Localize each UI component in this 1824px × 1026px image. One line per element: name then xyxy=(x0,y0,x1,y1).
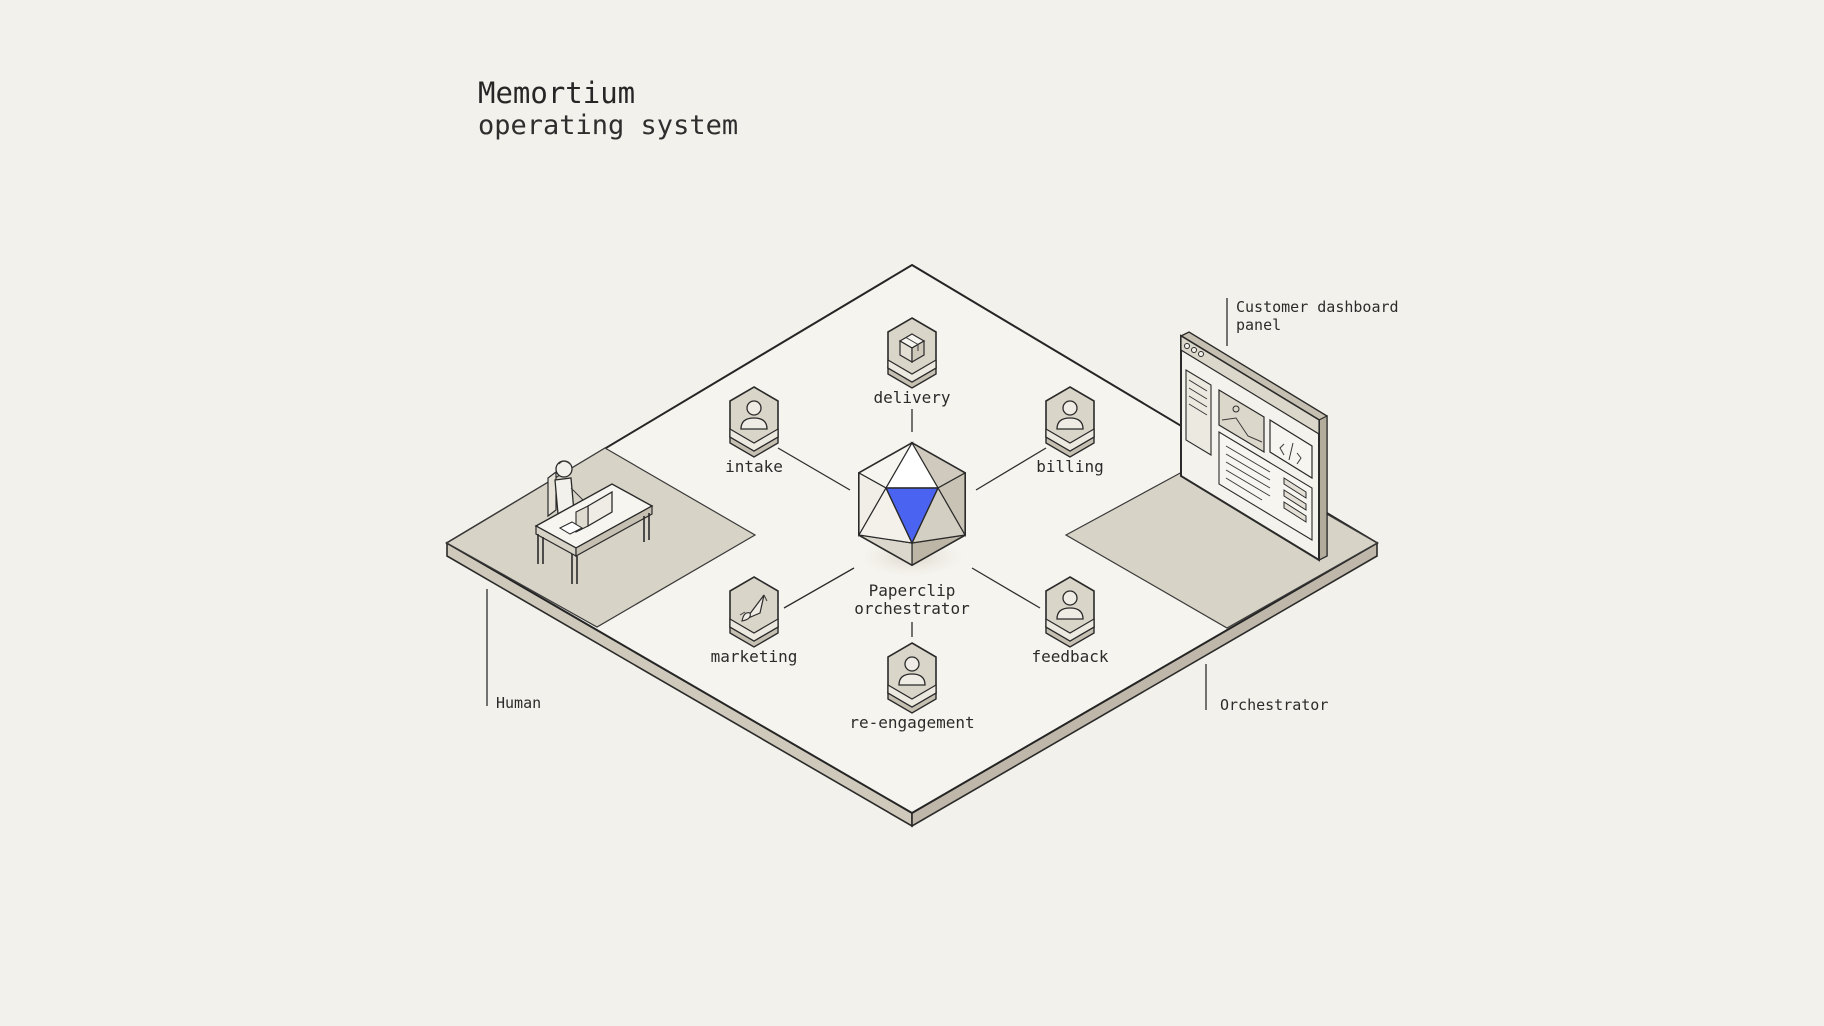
reengagement-label: re-engagement xyxy=(849,713,975,732)
page-subtitle: operating system xyxy=(478,110,739,141)
callout-lines xyxy=(486,298,1228,710)
billing-label: billing xyxy=(1036,457,1104,476)
feedback-label: feedback xyxy=(1031,647,1109,666)
intake-label: intake xyxy=(725,457,783,476)
dashboard-label-line2: panel xyxy=(1236,316,1282,334)
paperclip-orchestrator-icon xyxy=(857,441,967,577)
delivery-node[interactable] xyxy=(887,317,937,389)
marketing-label: marketing xyxy=(710,647,798,666)
page-title: Memortium xyxy=(478,76,636,110)
delivery-label: delivery xyxy=(873,388,951,407)
connectors xyxy=(777,409,1047,637)
human-label: Human xyxy=(496,694,542,712)
user-icon xyxy=(740,400,768,430)
dashboard-label-line1: Customer dashboard xyxy=(1236,298,1399,316)
package-icon xyxy=(898,333,926,364)
billing-node[interactable] xyxy=(1045,386,1095,458)
reengagement-node[interactable] xyxy=(887,642,937,714)
orchestrator-label-line1: Paperclip xyxy=(868,581,956,600)
orchestrator-zone-label: Orchestrator xyxy=(1220,696,1329,714)
orchestrator-label-line2: orchestrator xyxy=(854,599,970,618)
user-icon xyxy=(1056,400,1084,430)
rocket-icon xyxy=(739,594,768,622)
intake-node[interactable] xyxy=(729,386,779,458)
customer-dashboard-panel-icon xyxy=(1180,331,1328,562)
feedback-node[interactable] xyxy=(1045,576,1095,648)
user-icon xyxy=(898,656,926,686)
marketing-node[interactable] xyxy=(729,576,779,648)
user-icon xyxy=(1056,590,1084,620)
human-at-desk-icon xyxy=(534,460,654,584)
